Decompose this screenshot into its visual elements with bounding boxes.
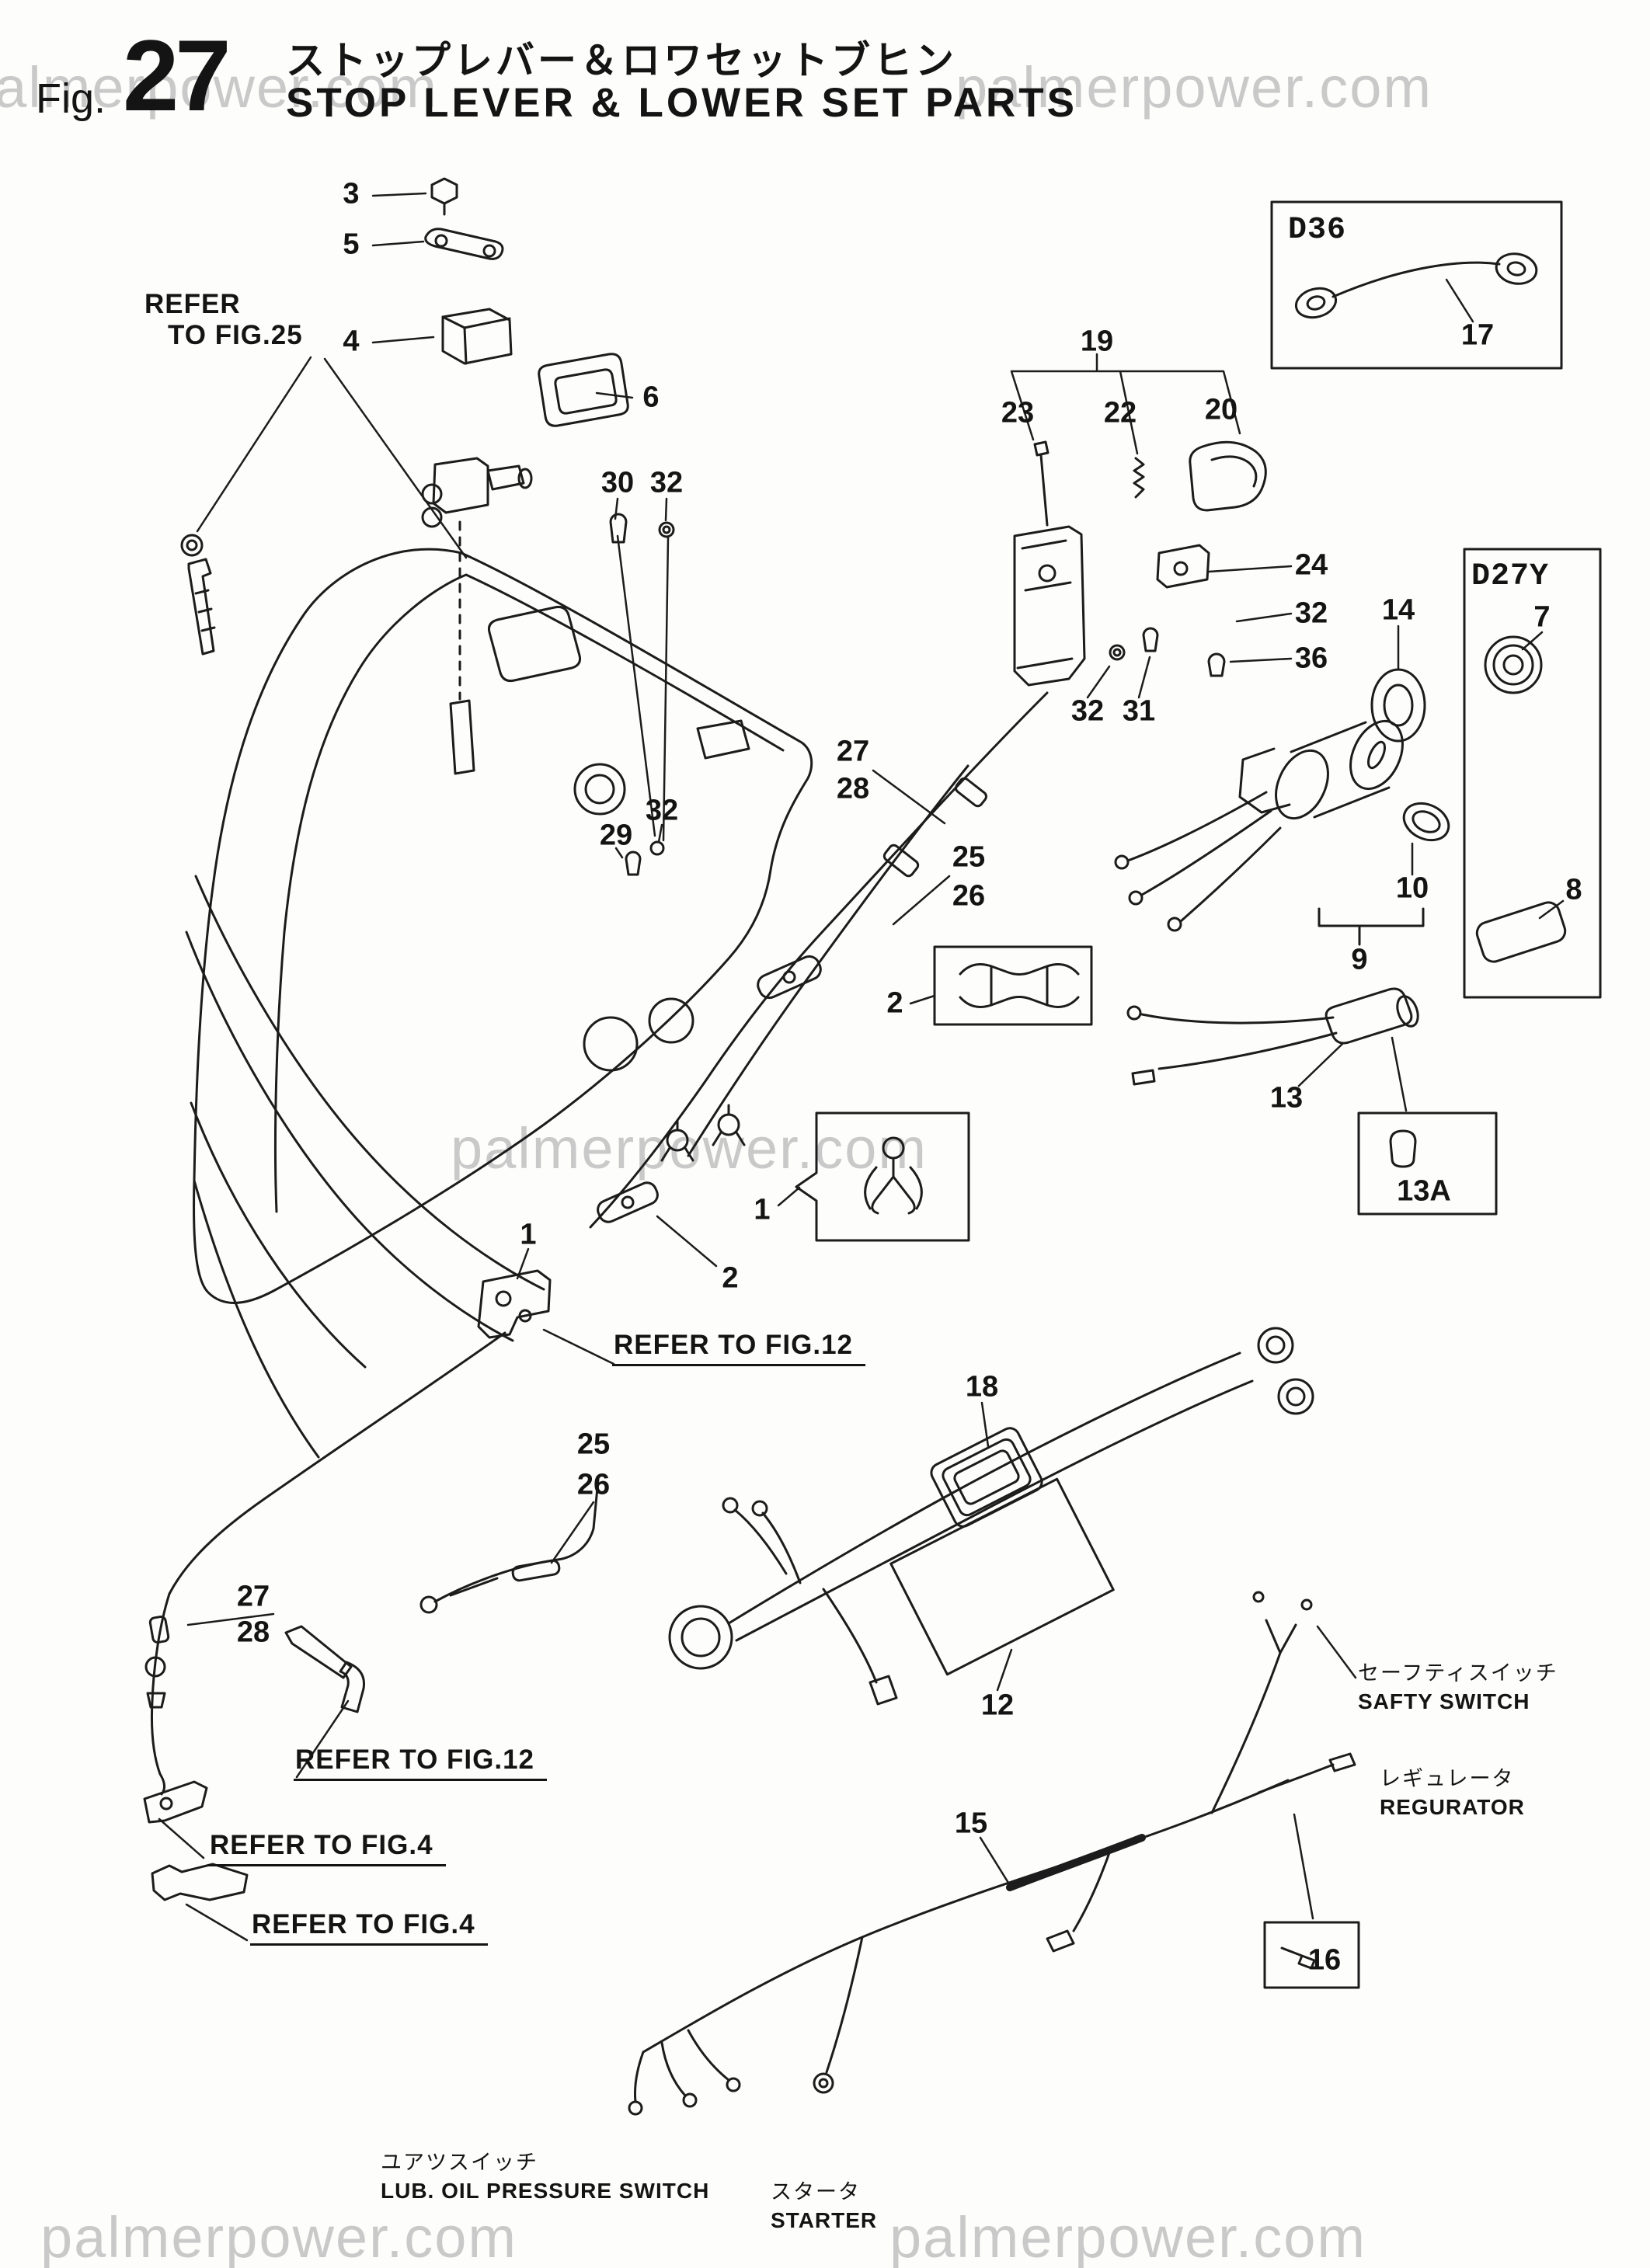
figure-prefix: Fig. [36,75,106,122]
label-regulator-ja: レギュレータ [1380,1767,1515,1790]
leader-lines [158,192,1565,1942]
callout-24: 24 [1294,548,1328,582]
callout-17: 17 [1460,318,1495,352]
callout-28-b: 28 [236,1616,270,1649]
label-safety-switch-ja: セーフティスイッチ [1358,1661,1558,1685]
bottom-left-parts-group [143,1478,600,1901]
callout-8: 8 [1565,873,1582,906]
figure-number: 27 [123,19,231,132]
label-safety-switch: セーフティスイッチ SAFTY SWITCH [1358,1656,1558,1714]
figure-title-english: STOP LEVER & LOWER SET PARTS [286,80,1078,126]
watermark: palmerpower.com [956,55,1433,120]
connector-group [1126,987,1419,1086]
watermark: palmerpower.com [0,55,439,120]
watermark: palmerpower.com [451,1116,928,1181]
callout-32-c: 32 [1070,694,1105,728]
callout-10: 10 [1395,871,1429,905]
callout-30: 30 [600,466,635,499]
callout-12: 12 [980,1689,1015,1722]
callout-1-a: 1 [754,1193,771,1226]
callout-18: 18 [965,1370,999,1404]
callout-29: 29 [599,819,633,852]
inset-boxes [795,200,1602,1989]
label-starter-en: STARTER [771,2208,878,2232]
cowling-pan [185,548,813,1459]
label-starter: スタータ STARTER [771,2175,877,2233]
stop-lever-bracket-group [1013,440,1267,687]
callout-27-a: 27 [836,735,870,768]
callout-32-a: 32 [649,466,684,499]
callout-6: 6 [642,381,660,414]
label-starter-ja: スタータ [771,2180,861,2204]
callout-14: 14 [1381,593,1415,627]
key-switch-group [1114,668,1450,946]
callout-2-b: 2 [722,1261,739,1295]
callout-26-b: 26 [576,1468,611,1501]
reference-fig4-b: REFER TO FIG.4 [250,1909,488,1946]
callout-36: 36 [1294,642,1328,675]
reference-fig12-b: REFER TO FIG.12 [294,1744,548,1781]
callout-23: 23 [1001,396,1035,430]
label-oil-pressure-switch-ja: ユアツスイッチ [381,2151,538,2174]
watermark: palmerpower.com [40,2205,518,2268]
label-regulator: レギュレータ REGURATOR [1380,1762,1525,1820]
top-parts-group [180,177,675,701]
callout-15: 15 [954,1807,988,1840]
callout-7: 7 [1533,600,1551,634]
callout-2-a: 2 [886,986,903,1020]
callout-22: 22 [1103,396,1137,430]
reference-fig25-line2: TO FIG.25 [168,320,303,350]
callout-13: 13 [1269,1081,1304,1115]
callout-25-a: 25 [952,840,986,874]
wire-harness-group [628,1591,1356,2116]
watermark: palmerpower.com [889,2205,1367,2268]
callout-31: 31 [1122,694,1156,728]
reference-fig25: REFER TO FIG.25 [144,289,303,351]
callout-4: 4 [343,325,360,358]
reference-fig25-line1: REFER [144,289,241,319]
callout-27-b: 27 [236,1580,270,1613]
callout-1-b: 1 [520,1218,537,1251]
callout-19: 19 [1080,325,1114,358]
figure-title-japanese: ストップレバー＆ロワセットブヒン [286,39,957,82]
label-safety-switch-en: SAFTY SWITCH [1358,1689,1530,1713]
callout-5: 5 [343,228,360,261]
label-regulator-en: REGURATOR [1380,1795,1525,1819]
callout-3: 3 [343,177,360,210]
callout-9: 9 [1351,943,1368,976]
callout-28-a: 28 [836,772,870,805]
callout-20: 20 [1204,393,1238,426]
reference-fig12-a: REFER TO FIG.12 [612,1330,866,1366]
callout-26-a: 26 [952,879,986,913]
callout-32-b: 32 [1294,597,1328,630]
label-oil-pressure-switch: ユアツスイッチ LUB. OIL PRESSURE SWITCH [381,2145,709,2204]
callout-16: 16 [1307,1943,1342,1977]
battery-cable-group [668,1327,1314,1706]
cables-group [168,691,1049,1595]
callout-32-d: 32 [645,794,679,827]
label-oil-pressure-switch-en: LUB. OIL PRESSURE SWITCH [381,2179,710,2203]
callout-25-b: 25 [576,1428,611,1461]
callout-13a: 13A [1397,1174,1451,1208]
inset-label-d36: D36 [1288,213,1347,248]
reference-fig4-a: REFER TO FIG.4 [208,1830,446,1866]
inset-label-d27y: D27Y [1471,559,1550,594]
